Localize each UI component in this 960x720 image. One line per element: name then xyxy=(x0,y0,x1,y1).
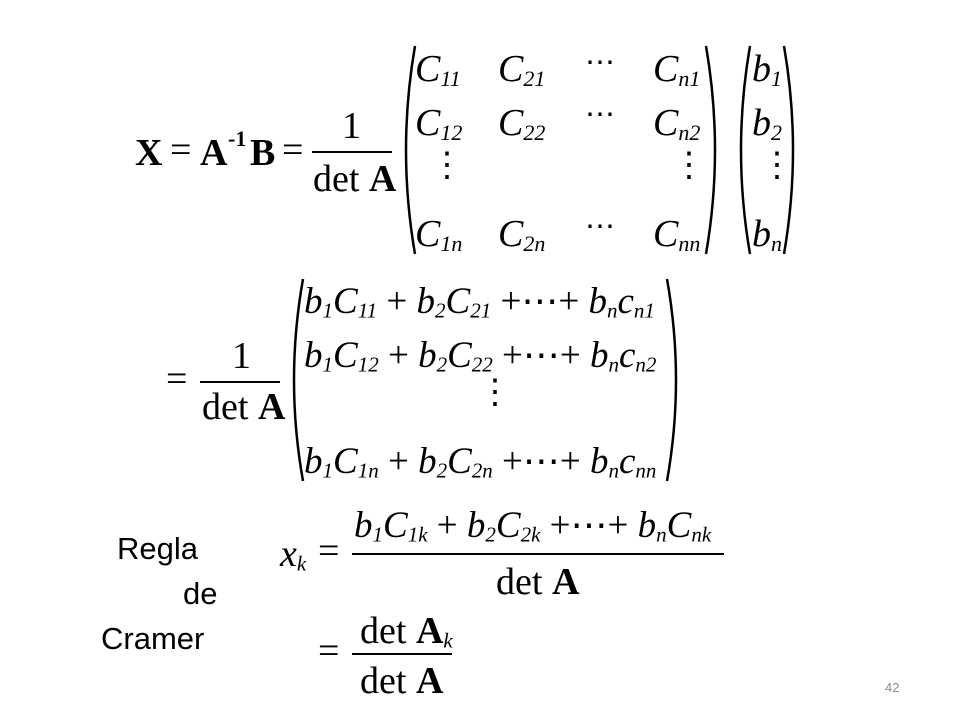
det-operator: det xyxy=(202,386,249,428)
eq1-bvector-right-paren xyxy=(782,45,795,255)
det-operator: det xyxy=(496,561,543,603)
cofactor-hdots-row1: ⋯ xyxy=(585,46,619,79)
eq2-vdots: ⋮ xyxy=(478,374,512,411)
matrix-a-symbol: A xyxy=(415,660,444,702)
eq2-left-paren xyxy=(292,278,305,482)
eq1-equals-2: = xyxy=(282,129,304,171)
cofactor-cn2: Cn2 xyxy=(653,102,701,145)
det-operator: det xyxy=(313,158,360,200)
cofactor-c1n: C1n xyxy=(415,213,463,256)
matrix-a-symbol: A xyxy=(257,386,286,428)
cramer-equals-1: = xyxy=(318,530,340,572)
det-operator: det xyxy=(360,610,407,652)
slide-page-number: 42 xyxy=(885,680,900,695)
matrix-a-symbol: A xyxy=(415,610,444,652)
cramer-denominator-1: det A xyxy=(496,563,579,601)
cramer-label-de: de xyxy=(183,576,218,611)
cramer-fraction-bar-1 xyxy=(352,553,724,555)
eq2-frac-numerator: 1 xyxy=(232,335,251,377)
cofactor-hdots-row3: ⋯ xyxy=(585,210,619,243)
eq2-frac-denominator: det A xyxy=(202,388,285,426)
cofactor-cnn: Cnn xyxy=(653,213,701,256)
cofactor-vdots-col1: ⋮ xyxy=(430,147,464,184)
cofactor-cn1: Cn1 xyxy=(653,48,701,91)
cofactor-vdots-coln: ⋮ xyxy=(672,147,706,184)
cofactor-c21: C21 xyxy=(498,48,546,91)
eq1-lhs-x: X xyxy=(135,132,163,174)
bvector-b2: b2 xyxy=(752,102,782,145)
eq2-row-1: b1C11 + b2C21 +⋯+ bncn1 xyxy=(304,281,655,323)
det-operator: det xyxy=(360,660,407,702)
cofactor-c22: C22 xyxy=(498,102,546,145)
eq1-matrix-a: A xyxy=(200,132,228,174)
cofactor-hdots-row2: ⋯ xyxy=(585,98,619,131)
eq1-frac-numerator: 1 xyxy=(342,105,361,147)
eq1-equals-1: = xyxy=(170,129,192,171)
eq1-cofactor-right-paren xyxy=(704,45,717,255)
cramer-label-regla: Regla xyxy=(117,531,198,566)
eq2-right-paren xyxy=(665,278,678,482)
matrix-a-symbol: A xyxy=(551,561,580,603)
cramer-numerator: b1C1k + b2C2k +⋯+ bnCnk xyxy=(354,505,712,547)
bvector-b1: b1 xyxy=(752,48,782,91)
cramer-label-cramer: Cramer xyxy=(101,621,205,656)
eq1-vector-b: B xyxy=(250,132,276,174)
cramer-equals-2: = xyxy=(318,630,340,672)
eq1-inverse-superscript: -1 xyxy=(228,126,247,151)
cramer-fraction-bar-2 xyxy=(352,653,452,655)
cofactor-c2n: C2n xyxy=(498,213,546,256)
cramer-denominator-2: det A xyxy=(360,662,443,700)
eq1-cofactor-left-paren xyxy=(404,45,417,255)
cramer-numerator-2: det Ak xyxy=(360,610,453,653)
cofactor-c11: C11 xyxy=(415,48,461,91)
eq2-row-3: b1C1n + b2C2n +⋯+ bncnn xyxy=(304,441,657,483)
eq1-frac-denominator: det A xyxy=(313,160,396,198)
bvector-bn: bn xyxy=(752,213,782,256)
eq1-bvector-left-paren xyxy=(739,45,752,255)
cofactor-c12: C12 xyxy=(415,102,463,145)
eq2-equals: = xyxy=(166,358,188,400)
bvector-vdots: ⋮ xyxy=(760,147,794,184)
matrix-a-symbol: A xyxy=(368,158,397,200)
cramer-xk: xk xyxy=(280,533,307,576)
eq1-fraction-bar xyxy=(312,151,392,153)
eq2-fraction-bar xyxy=(200,381,280,383)
eq2-row-2: b1C12 + b2C22 +⋯+ bncn2 xyxy=(304,335,657,377)
